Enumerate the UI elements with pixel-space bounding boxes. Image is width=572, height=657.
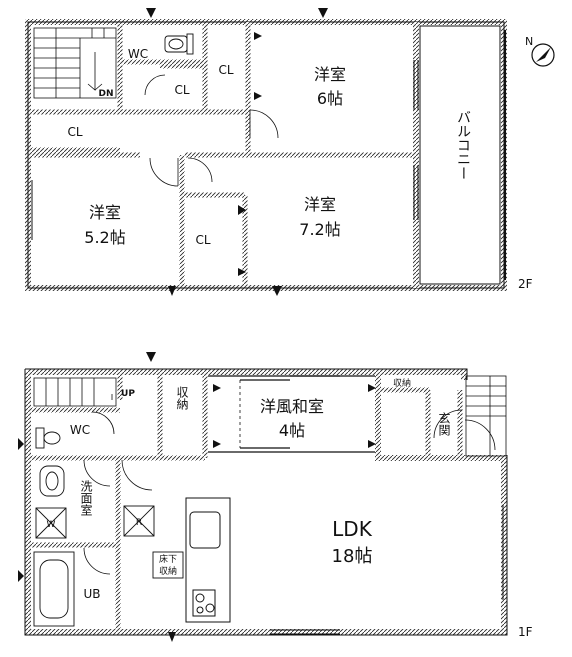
label-washer: W (47, 520, 56, 530)
underfloor-storage-line2: 収納 (159, 565, 177, 577)
room-name-bath: UB (83, 587, 100, 601)
label-up: UP (121, 389, 135, 399)
room-size-japanese: 4帖 (279, 421, 305, 440)
label-cl-2f-d: CL (195, 233, 210, 247)
floor-1: LDK 18帖 洋風和室 4帖 収納 玄関 洗面室 UB 床下 収納 WC UP… (18, 352, 533, 642)
room-name-balcony: バルコニー (455, 110, 471, 180)
label-cl-2f-a: CL (218, 63, 233, 77)
room-name-western-52: 洋室 (89, 203, 121, 222)
room-name-entrance: 玄関 (437, 411, 451, 436)
label-wc-2f: WC (128, 47, 148, 61)
room-size-western-72: 7.2帖 (299, 220, 340, 239)
label-wc-1f: WC (70, 423, 90, 437)
room-name-japanese: 洋風和室 (260, 397, 324, 416)
room-size-western-52: 5.2帖 (84, 228, 125, 247)
room-name-storage: 収納 (175, 386, 189, 410)
underfloor-storage-line1: 床下 (159, 553, 177, 565)
room-size-ldk: 18帖 (332, 546, 373, 567)
label-fridge: R (136, 518, 142, 528)
floor-2: 洋室 6帖 洋室 5.2帖 洋室 7.2帖 バルコニー WC CL CL CL … (25, 8, 533, 296)
floor-label-2f: 2F (518, 277, 533, 291)
north-compass-icon: N (525, 35, 555, 67)
room-name-western-6: 洋室 (314, 65, 346, 84)
label-cl-2f-b: CL (174, 83, 189, 97)
label-storage-small: 収納 (393, 377, 411, 389)
room-size-western-6: 6帖 (317, 89, 343, 108)
room-name-western-72: 洋室 (304, 195, 336, 214)
svg-text:N: N (525, 35, 533, 48)
label-down: DN (98, 89, 113, 99)
room-name-ldk: LDK (332, 517, 373, 541)
label-cl-2f-c: CL (67, 125, 82, 139)
room-name-washroom: 洗面室 (79, 480, 93, 516)
floor-label-1f: 1F (518, 625, 533, 639)
